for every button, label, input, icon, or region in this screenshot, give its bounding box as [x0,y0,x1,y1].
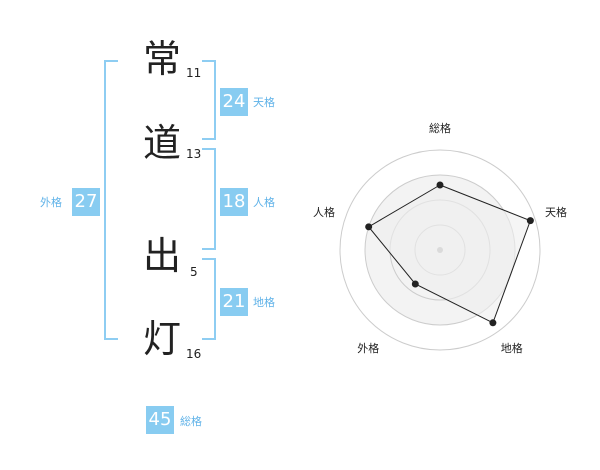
chikaku-badge: 21 [220,288,248,316]
tenkaku-bracket [202,60,216,140]
gaikaku-bracket [104,60,118,340]
radar-point-2 [526,217,534,225]
radar-ring-4 [339,149,541,351]
stroke-count-3: 5 [190,265,198,279]
soukaku-label: 総格 [180,415,202,428]
tenkaku-badge: 24 [220,88,248,116]
radar-point-1 [436,181,444,189]
name-kanji-3: 出 [143,234,182,278]
radar-polygon [367,184,531,324]
stroke-count-1: 11 [186,66,202,80]
stroke-count-4: 16 [186,347,202,361]
radar-point-4 [411,280,419,288]
radar-point-3 [489,319,497,327]
radar-point-5 [365,223,373,231]
jinkaku-badge: 18 [220,188,248,216]
stroke-count-2: 13 [186,147,202,161]
name-kanji-1: 常 [143,37,182,81]
tenkaku-label: 天格 [253,96,275,109]
radar-axis-label-1: 総格 [429,121,451,135]
jinkaku-bracket [202,148,216,250]
gaikaku-label: 外格 [40,196,62,209]
name-kanji-4: 灯 [143,317,182,361]
soukaku-badge: 45 [146,406,174,434]
radar-axis-label-5: 人格 [312,205,335,219]
chikaku-label: 地格 [253,296,275,309]
jinkaku-label: 人格 [253,196,275,209]
radar-axis-label-2: 天格 [545,205,568,219]
radar-axis-label-3: 地格 [500,342,523,356]
chikaku-bracket [202,258,216,340]
gaikaku-badge: 27 [72,188,100,216]
radar-axis-label-4: 外格 [357,342,380,356]
name-kanji-2: 道 [143,121,182,165]
